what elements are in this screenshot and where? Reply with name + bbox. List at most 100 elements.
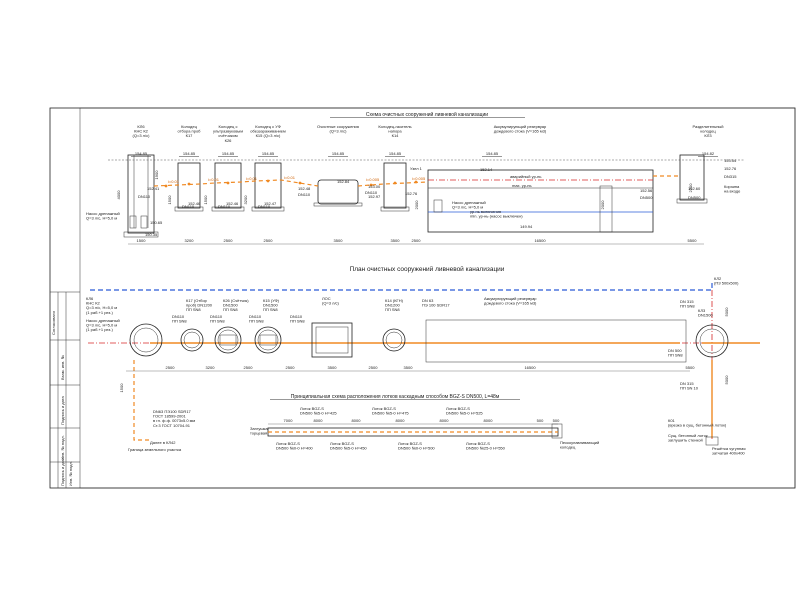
well-k15 [251, 162, 285, 212]
section-title: Схема очистных сооружений ливневой канал… [366, 111, 488, 118]
side-label-sign: Подпись и дата [60, 395, 65, 425]
plan-kl2-note: КЛ2(ПЗ 500х500) [714, 276, 739, 286]
pipe-node [164, 184, 168, 188]
cascade-dimension: 8000 [314, 418, 324, 423]
section-height: 1500 [167, 195, 172, 205]
ground-mark: 154.85 [222, 151, 235, 156]
level-mark: 152.84 [337, 179, 350, 184]
plan-k17 [180, 328, 204, 352]
plan-k15 [254, 326, 282, 354]
pipe-node [226, 181, 230, 185]
section-dn-label: DN500 [688, 195, 701, 200]
treatment-unit [313, 179, 363, 207]
section-dn-label: DN110 [182, 204, 195, 209]
plan-dimension: 2500 [369, 365, 379, 370]
cascade-dimension: 500 [537, 418, 544, 423]
cascade-dimension: 8000 [484, 418, 494, 423]
cascade-dimension: 8000 [440, 418, 450, 423]
pipe-node [393, 181, 397, 185]
level-mark: 152.47 [264, 201, 277, 206]
section-dn-label: DN110 [138, 194, 151, 199]
slope-label: i=0.01 [246, 176, 258, 181]
pipe-node [266, 179, 270, 183]
well-kl3 [676, 154, 708, 204]
plan-pressure-pipe [133, 360, 150, 441]
plan-dimension: 2500 [244, 365, 254, 370]
well-k14 [380, 162, 410, 212]
reservoir-section [427, 169, 654, 233]
level-mark: 150.65 [150, 220, 163, 225]
level-mark: 153.54 [724, 158, 737, 163]
plan-reservoir [425, 319, 687, 363]
ground-mark: 154.82 [702, 151, 715, 156]
section-height: 2200 [688, 183, 693, 193]
cascade-dimension: 8000 [352, 418, 362, 423]
cascade-trays [267, 423, 563, 439]
well-k26 [211, 162, 245, 212]
section-dn-label: DN500 [640, 195, 653, 200]
level-mark: 152.56 [640, 188, 653, 193]
section-height: 2000 [600, 200, 605, 210]
pipe-node [187, 182, 191, 186]
ground-mark: 154.85 [135, 151, 148, 156]
section-dn-label: DN110 [218, 204, 231, 209]
plan-dimension: 3500 [328, 365, 338, 370]
level-mark: 150.35 [145, 232, 158, 237]
plan-kl3 [695, 324, 729, 358]
slope-label: i=0.01 [284, 175, 296, 180]
side-label-sign2: Подпись и дата [60, 456, 65, 486]
section-gravity-pipe [153, 179, 319, 187]
section-dn-label: DN315 [724, 174, 737, 179]
section-height: 4000 [116, 190, 121, 200]
plan-dimension: 5500 [686, 365, 696, 370]
level-mark: 153.00 [368, 184, 381, 189]
side-label-agreed: Согласовано [51, 310, 56, 335]
plan-k01 [705, 436, 719, 446]
level-mark: 152.60 [688, 186, 701, 191]
slope-label: i=0.005 [366, 177, 380, 182]
plan-dimension: 1500 [119, 383, 124, 393]
inner-frame [79, 107, 796, 489]
plan-boundary-note: Граница земельного участка [128, 447, 182, 452]
section-dimension: 2500 [224, 238, 234, 243]
node-note: Узел 1 [410, 166, 423, 171]
section-dn-label: DN110 [298, 192, 311, 197]
plan-dimension: 3200 [206, 365, 216, 370]
section-height: 2000 [414, 200, 419, 210]
side-label-inv2: Инв. № подл. [68, 461, 73, 486]
section-dimension: 3500 [391, 238, 401, 243]
plan-dimension: 2500 [166, 365, 176, 370]
ground-mark: 154.85 [183, 151, 196, 156]
plan-dimension: 5000 [724, 307, 729, 317]
plan-dimension: 2500 [286, 365, 296, 370]
side-label-inv: Инв. № подл. [60, 435, 65, 460]
section-element-label: Очистные сооружения(Q=3 л/с) [317, 124, 359, 134]
plan-element-label: ЛОС(Q=3 л/с) [322, 296, 340, 306]
plan-k26 [214, 326, 242, 354]
slope-label: i=0.01 [208, 177, 220, 182]
level-mark: 152.14 [480, 167, 493, 172]
ground-mark: 154.85 [262, 151, 275, 156]
